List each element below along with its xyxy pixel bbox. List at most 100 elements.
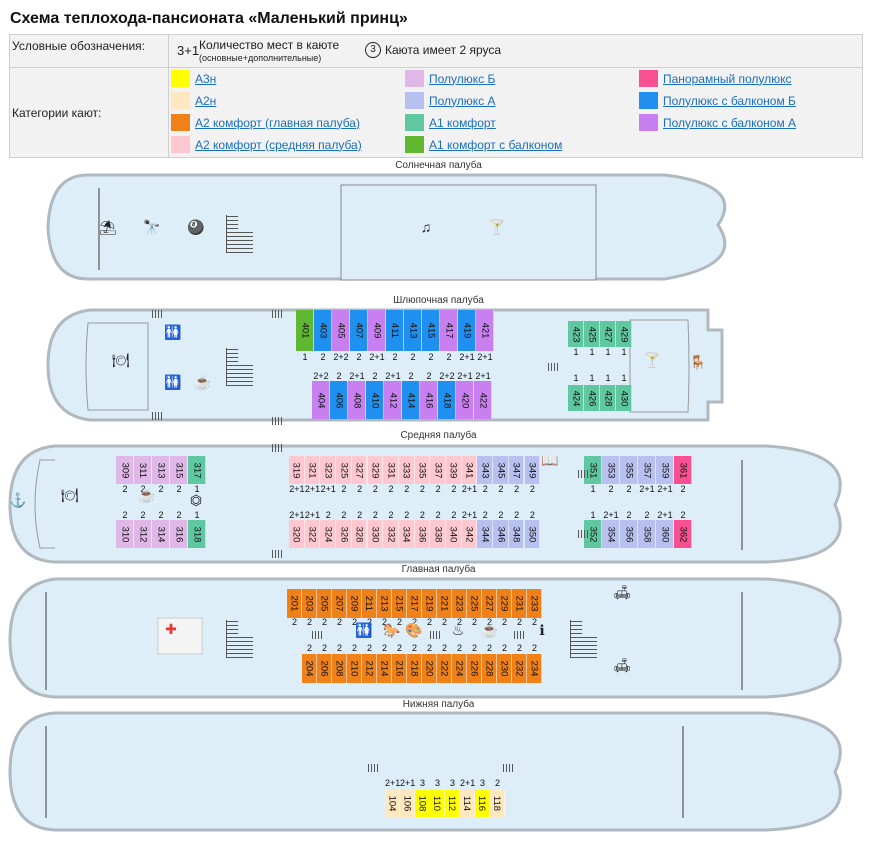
cabin-334[interactable]: 334: [398, 520, 415, 548]
cabin-228[interactable]: 228: [482, 654, 497, 683]
category-link[interactable]: А1 комфорт: [429, 115, 496, 130]
cabin-430[interactable]: 430: [616, 385, 632, 411]
cabin-325[interactable]: 325: [336, 456, 352, 484]
legend-category-1[interactable]: А2н: [171, 92, 216, 109]
cabin-314[interactable]: 314: [152, 520, 170, 548]
legend-category-2[interactable]: А2 комфорт (главная палуба): [171, 114, 360, 131]
cabin-205[interactable]: 205: [317, 589, 332, 618]
cabin-356[interactable]: 356: [620, 520, 638, 548]
cabin-318[interactable]: 318: [188, 520, 206, 548]
legend-category-8[interactable]: Панорамный полулюкс: [639, 70, 792, 87]
cabin-359[interactable]: 359: [656, 456, 674, 484]
cabin-204[interactable]: 204: [302, 654, 317, 683]
cabin-222[interactable]: 222: [437, 654, 452, 683]
cabin-357[interactable]: 357: [638, 456, 656, 484]
cabin-310[interactable]: 310: [116, 520, 134, 548]
cabin-225[interactable]: 225: [467, 589, 482, 618]
cabin-358[interactable]: 358: [638, 520, 656, 548]
category-link[interactable]: А2 комфорт (главная палуба): [195, 115, 360, 130]
cabin-203[interactable]: 203: [302, 589, 317, 618]
cabin-361[interactable]: 361: [674, 456, 692, 484]
cabin-342[interactable]: 342: [461, 520, 478, 548]
cabin-354[interactable]: 354: [602, 520, 620, 548]
cabin-429[interactable]: 429: [616, 321, 632, 347]
cabin-419[interactable]: 419: [458, 310, 476, 351]
cabin-106[interactable]: 106: [400, 790, 415, 817]
cabin-401[interactable]: 401: [296, 310, 314, 351]
cabin-352[interactable]: 352: [584, 520, 602, 548]
cabin-209[interactable]: 209: [347, 589, 362, 618]
cabin-329[interactable]: 329: [367, 456, 384, 484]
cabin-206[interactable]: 206: [317, 654, 332, 683]
cabin-426[interactable]: 426: [584, 385, 600, 411]
legend-category-6[interactable]: А1 комфорт: [405, 114, 496, 131]
cabin-234[interactable]: 234: [527, 654, 542, 683]
cabin-218[interactable]: 218: [407, 654, 422, 683]
cabin-309[interactable]: 309: [116, 456, 134, 484]
cabin-227[interactable]: 227: [482, 589, 497, 618]
cabin-346[interactable]: 346: [493, 520, 509, 548]
cabin-413[interactable]: 413: [404, 310, 422, 351]
category-link[interactable]: Полулюкс А: [429, 93, 496, 108]
cabin-317[interactable]: 317: [188, 456, 206, 484]
cabin-321[interactable]: 321: [304, 456, 321, 484]
legend-category-3[interactable]: А2 комфорт (средняя палуба): [171, 136, 362, 153]
cabin-422[interactable]: 422: [474, 381, 492, 419]
category-link[interactable]: А1 комфорт с балконом: [429, 137, 563, 152]
cabin-362[interactable]: 362: [674, 520, 692, 548]
cabin-350[interactable]: 350: [524, 520, 541, 548]
cabin-330[interactable]: 330: [367, 520, 384, 548]
cabin-421[interactable]: 421: [476, 310, 494, 351]
cabin-423[interactable]: 423: [568, 321, 584, 347]
cabin-230[interactable]: 230: [497, 654, 512, 683]
cabin-210[interactable]: 210: [347, 654, 362, 683]
cabin-411[interactable]: 411: [386, 310, 404, 351]
category-link[interactable]: Панорамный полулюкс: [663, 71, 792, 86]
cabin-216[interactable]: 216: [392, 654, 407, 683]
cabin-407[interactable]: 407: [350, 310, 368, 351]
cabin-320[interactable]: 320: [289, 520, 305, 548]
cabin-355[interactable]: 355: [620, 456, 638, 484]
cabin-425[interactable]: 425: [584, 321, 600, 347]
cabin-408[interactable]: 408: [348, 381, 366, 419]
legend-category-9[interactable]: Полулюкс с балконом Б: [639, 92, 796, 109]
cabin-108[interactable]: 108: [415, 790, 430, 817]
cabin-223[interactable]: 223: [452, 589, 467, 618]
cabin-338[interactable]: 338: [430, 520, 446, 548]
cabin-337[interactable]: 337: [430, 456, 446, 484]
cabin-213[interactable]: 213: [377, 589, 392, 618]
cabin-231[interactable]: 231: [512, 589, 527, 618]
cabin-403[interactable]: 403: [314, 310, 332, 351]
category-link[interactable]: Полулюкс с балконом Б: [663, 93, 796, 108]
cabin-326[interactable]: 326: [336, 520, 352, 548]
category-link[interactable]: А3н: [195, 71, 217, 86]
cabin-233[interactable]: 233: [527, 589, 542, 618]
cabin-319[interactable]: 319: [289, 456, 305, 484]
cabin-417[interactable]: 417: [440, 310, 458, 351]
cabin-409[interactable]: 409: [368, 310, 386, 351]
cabin-224[interactable]: 224: [452, 654, 467, 683]
cabin-316[interactable]: 316: [170, 520, 188, 548]
cabin-118[interactable]: 118: [490, 790, 505, 817]
cabin-217[interactable]: 217: [407, 589, 422, 618]
cabin-349[interactable]: 349: [524, 456, 541, 484]
legend-category-10[interactable]: Полулюкс с балконом А: [639, 114, 796, 131]
category-link[interactable]: А2н: [195, 93, 217, 108]
cabin-219[interactable]: 219: [422, 589, 437, 618]
legend-category-4[interactable]: Полулюкс Б: [405, 70, 495, 87]
cabin-311[interactable]: 311: [134, 456, 152, 484]
cabin-214[interactable]: 214: [377, 654, 392, 683]
cabin-339[interactable]: 339: [446, 456, 462, 484]
legend-category-5[interactable]: Полулюкс А: [405, 92, 496, 109]
cabin-416[interactable]: 416: [420, 381, 438, 419]
cabin-212[interactable]: 212: [362, 654, 377, 683]
cabin-333[interactable]: 333: [398, 456, 415, 484]
cabin-324[interactable]: 324: [320, 520, 337, 548]
cabin-323[interactable]: 323: [320, 456, 337, 484]
category-link[interactable]: Полулюкс Б: [429, 71, 496, 86]
cabin-208[interactable]: 208: [332, 654, 347, 683]
cabin-112[interactable]: 112: [445, 790, 460, 817]
legend-category-7[interactable]: А1 комфорт с балконом: [405, 136, 562, 153]
cabin-410[interactable]: 410: [366, 381, 384, 419]
cabin-335[interactable]: 335: [414, 456, 431, 484]
